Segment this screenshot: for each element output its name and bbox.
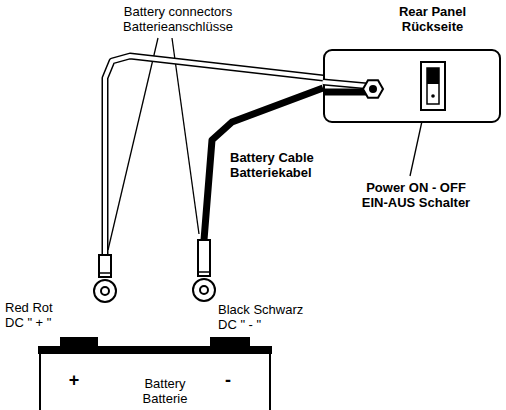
cable-label: Battery Cable Batteriekabel [228,150,336,180]
ring-terminal [193,240,215,301]
node-text: - [218,370,238,390]
red-terminal: Red Rot DC " + " [5,255,125,337]
switch-label: Power ON - OFF EIN-AUS Schalter [350,180,482,210]
rear-panel: Rear Panel Rückseite [323,4,504,124]
ring-terminal [94,255,116,302]
leader-line [108,38,158,250]
callout-label: Battery connectors Batterieanschlüsse [112,4,244,34]
power-switch [421,62,445,110]
node-text: + [64,370,84,390]
node-text: Red Rot DC " + " [5,300,69,330]
node-text: Battery Batterie [128,376,202,406]
leader-line [172,38,199,234]
node-text: Black Schwarz DC " - " [218,302,322,332]
node-text: Rear Panel Rückseite [385,4,480,34]
cable-gland [363,80,383,97]
panel-outline [324,50,500,122]
black-terminal: Black Schwarz DC " - " [190,240,330,335]
battery: + -Battery Batterie [38,336,272,410]
